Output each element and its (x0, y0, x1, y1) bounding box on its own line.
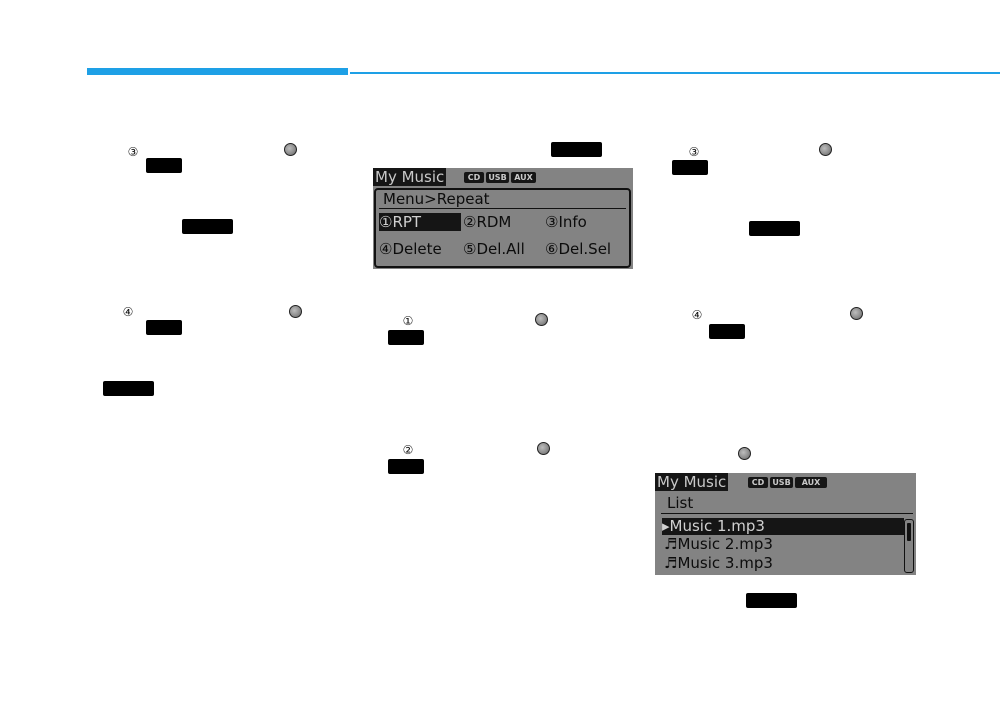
option-number: ⑤ (463, 240, 477, 258)
list-item-label: Music 1.mp3 (669, 517, 765, 535)
step-number: ② (402, 443, 414, 457)
key-icon (182, 219, 233, 234)
menu-option-del-sel: ⑥Del.Sel (545, 240, 611, 258)
list-divider (661, 513, 913, 514)
key-icon (388, 330, 424, 345)
key-icon (746, 593, 797, 608)
menu-option-info: ③Info (545, 213, 587, 231)
step-number: ④ (122, 305, 134, 319)
option-number: ④ (379, 240, 393, 258)
option-number: ③ (545, 213, 559, 231)
list-scrollbar[interactable] (904, 519, 914, 573)
menu-option-delete: ④Delete (379, 240, 442, 258)
lcd-title: My Music (655, 473, 729, 491)
tune-knob-icon (850, 307, 863, 320)
badge-cd: CD (748, 477, 768, 488)
option-label: RPT (392, 213, 422, 231)
key-icon (749, 221, 800, 236)
tune-knob-icon (819, 143, 832, 156)
list-item-label: Music 3.mp3 (677, 554, 773, 572)
option-number: ⑥ (545, 240, 559, 258)
option-label: RDM (476, 213, 512, 231)
music-note-icon: ♬ (664, 554, 678, 572)
tune-knob-icon (284, 143, 297, 156)
header-rule (350, 72, 1000, 74)
tune-knob-icon (738, 447, 751, 460)
menu-header: Menu>Repeat (383, 190, 490, 208)
option-number: ① (379, 213, 393, 231)
step-number: ③ (688, 145, 700, 159)
lcd-screen-music-list: My Music CD USB AUX List ▸Music 1.mp3 ♬M… (655, 473, 916, 575)
menu-option-rdm: ②RDM (463, 213, 511, 231)
menu-option-del-all: ⑤Del.All (463, 240, 525, 258)
key-icon (551, 142, 602, 157)
option-label: Del.All (476, 240, 525, 258)
key-icon (146, 158, 182, 173)
list-header: List (667, 494, 694, 512)
menu-option-rpt: ①RPT (379, 213, 461, 231)
music-note-icon: ♬ (664, 535, 678, 553)
step-number: ③ (127, 145, 139, 159)
scrollbar-thumb[interactable] (907, 523, 911, 541)
tune-knob-icon (289, 305, 302, 318)
badge-aux: AUX (511, 172, 536, 183)
list-item-selected[interactable]: ▸Music 1.mp3 (662, 518, 904, 535)
lcd-screen-repeat-menu: My Music CD USB AUX Menu>Repeat ①RPT ②RD… (373, 168, 633, 269)
step-number: ① (402, 314, 414, 328)
list-item[interactable]: ♬Music 3.mp3 (664, 555, 773, 572)
menu-frame (374, 188, 631, 268)
option-label: Del.Sel (558, 240, 612, 258)
header-accent-bar (87, 68, 348, 75)
key-icon (672, 160, 708, 175)
badge-usb: USB (486, 172, 509, 183)
key-icon (103, 381, 154, 396)
step-number: ④ (691, 308, 703, 322)
badge-usb: USB (770, 477, 793, 488)
key-icon (709, 324, 745, 339)
key-icon (146, 320, 182, 335)
tune-knob-icon (535, 313, 548, 326)
list-item-label: Music 2.mp3 (677, 535, 773, 553)
option-number: ② (463, 213, 477, 231)
lcd-title: My Music (373, 168, 447, 186)
key-icon (388, 459, 424, 474)
badge-cd: CD (464, 172, 484, 183)
badge-aux: AUX (795, 477, 827, 488)
play-arrow-icon: ▸ (662, 517, 670, 535)
option-label: Delete (392, 240, 442, 258)
list-item[interactable]: ♬Music 2.mp3 (664, 536, 773, 553)
tune-knob-icon (537, 442, 550, 455)
menu-divider (379, 208, 626, 209)
option-label: Info (558, 213, 587, 231)
